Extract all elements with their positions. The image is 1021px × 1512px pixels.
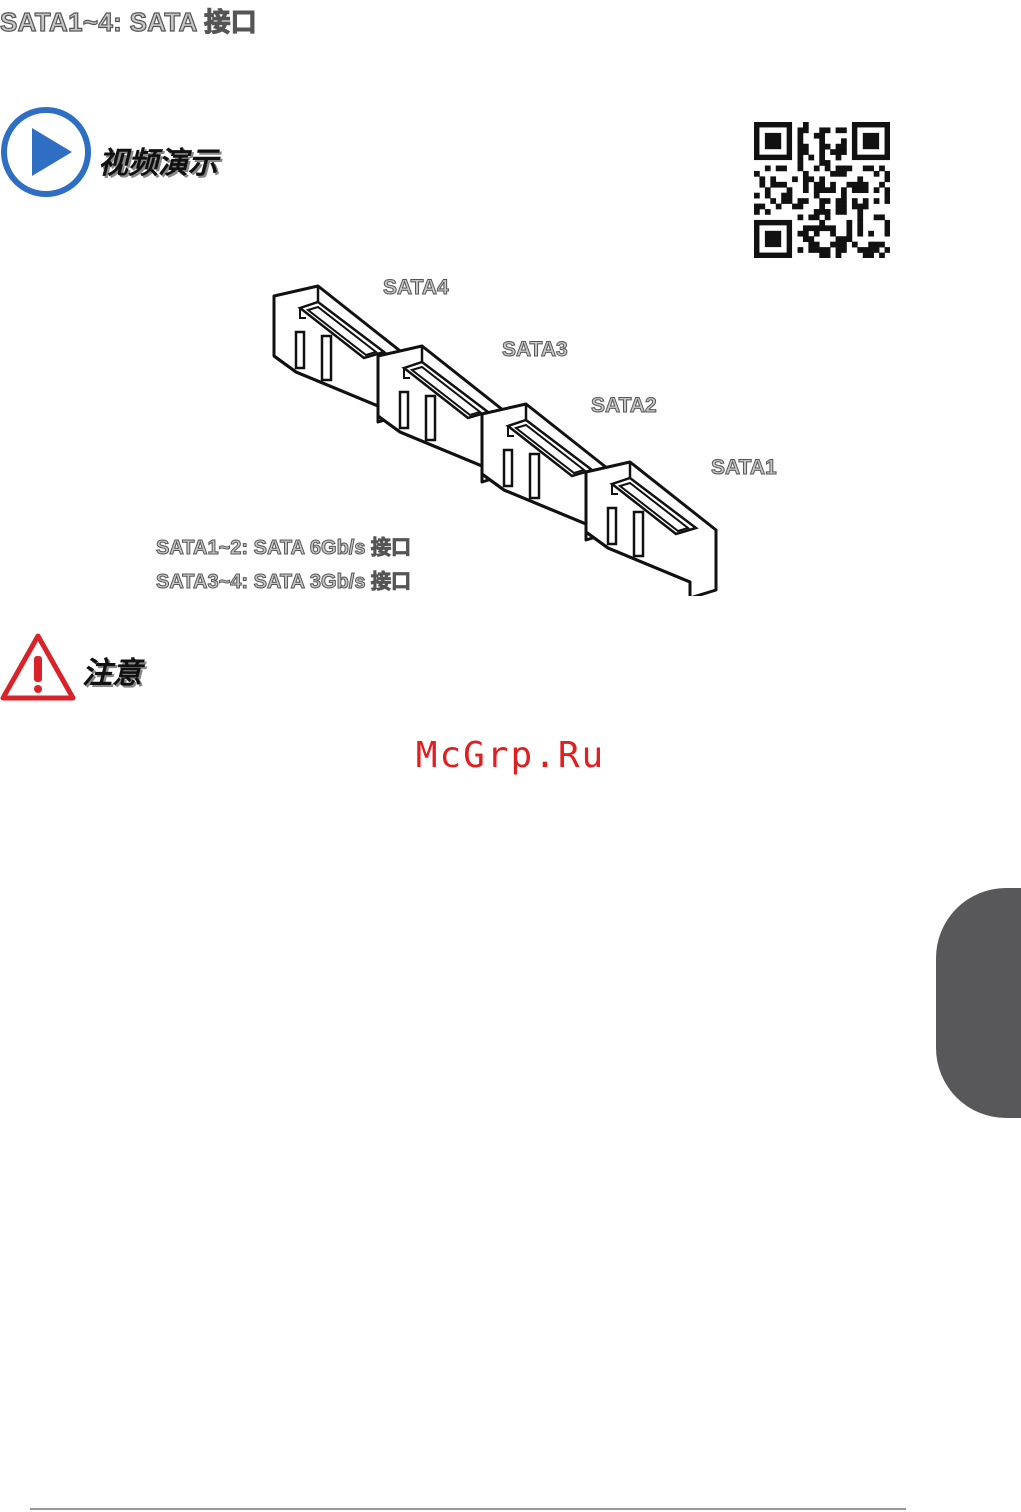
port-label-sata1: SATA1	[711, 456, 777, 480]
play-icon[interactable]	[0, 106, 92, 198]
note-label: 注意	[82, 648, 142, 692]
video-demo-label[interactable]: 视频演示	[98, 138, 218, 182]
port-label-sata3: SATA3	[502, 338, 568, 362]
watermark: McGrp.Ru	[0, 735, 1021, 776]
qr-code	[754, 122, 890, 258]
speed-line-sata1-2: SATA1~2: SATA 6Gb/s 接口	[156, 531, 411, 560]
side-tab	[936, 888, 1021, 1118]
port-label-sata4: SATA4	[383, 276, 449, 300]
sata1-connector	[586, 462, 716, 596]
port-label-sata2: SATA2	[591, 394, 657, 418]
speed-line-sata3-4: SATA3~4: SATA 3Gb/s 接口	[156, 565, 411, 594]
page-title: SATA1~4: SATA 接口	[0, 2, 257, 39]
warning-icon	[0, 632, 76, 702]
footer-divider	[30, 1508, 906, 1510]
